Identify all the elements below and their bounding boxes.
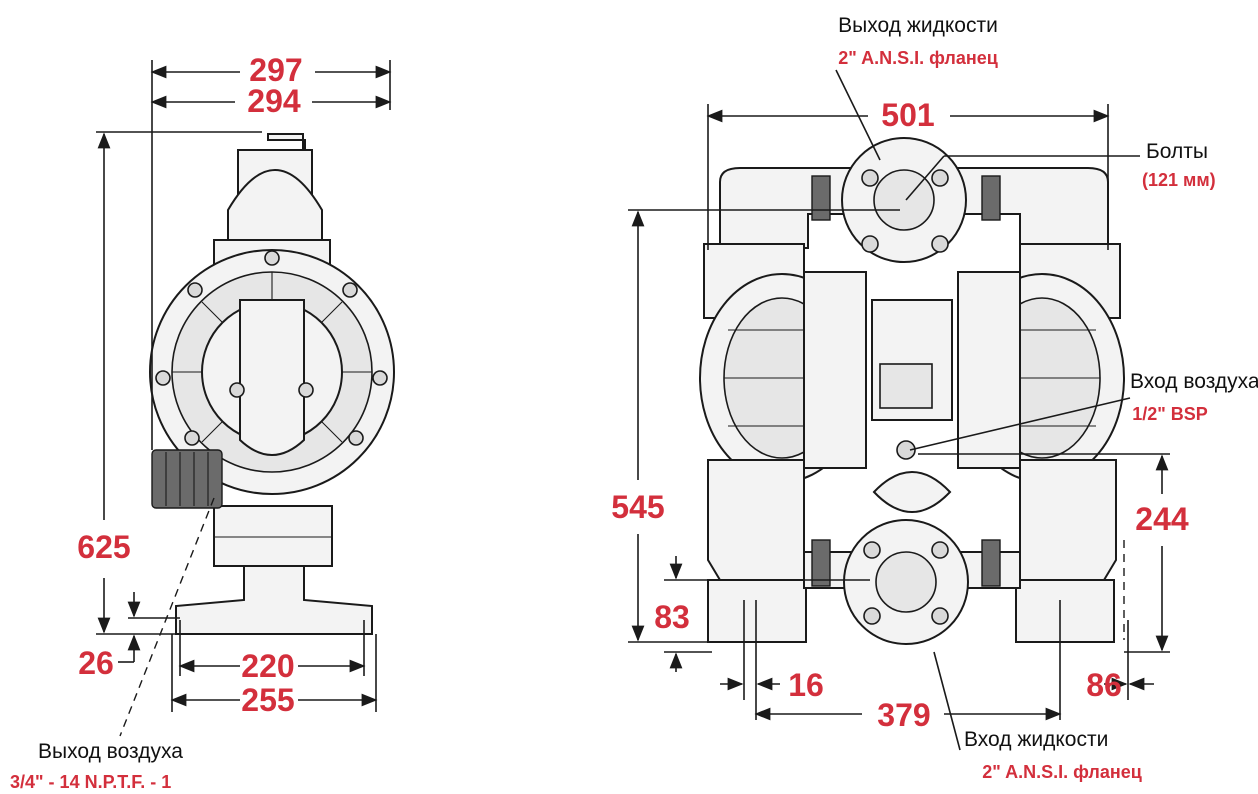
dim-220: 220 [241, 648, 294, 684]
side-top-elbow [227, 169, 323, 241]
air-outlet-spec: 3/4" - 14 N.P.T.F. - 1 [10, 772, 171, 792]
dim-501: 501 [881, 97, 934, 133]
bolts-spec: (121 мм) [1142, 170, 1216, 190]
dim-86: 86 [1086, 667, 1122, 703]
front-left-foot [707, 579, 807, 643]
fluid-outlet-label: Выход жидкости [838, 14, 998, 37]
front-lower-right-chamber [1019, 459, 1117, 581]
dim-545: 545 [611, 489, 664, 525]
dim-26: 26 [78, 645, 114, 681]
side-center-column [239, 299, 305, 456]
front-view [699, 137, 1125, 645]
dim-244: 244 [1135, 501, 1189, 537]
side-housing-ribs [172, 272, 372, 443]
dim-16: 16 [788, 667, 824, 703]
dim-83: 83 [654, 599, 690, 635]
side-view [149, 133, 395, 635]
front-right-clamp [957, 271, 1021, 469]
front-lower-left-chamber [707, 459, 805, 581]
callout-labels: Выход жидкости 2" A.N.S.I. фланец Болты … [10, 14, 1258, 792]
air-valve-icon [879, 363, 933, 409]
side-dimension-lines [96, 60, 392, 737]
fluid-inlet-spec: 2" A.N.S.I. фланец [982, 762, 1142, 782]
air-outlet-label: Выход воздуха [38, 740, 183, 763]
air-inlet-spec: 1/2" BSP [1132, 404, 1208, 424]
dim-294: 294 [247, 83, 301, 119]
air-inlet-port-icon [896, 440, 916, 460]
dim-255: 255 [241, 682, 294, 718]
inlet-flange-bolts [863, 541, 949, 625]
front-right-foot [1015, 579, 1115, 643]
front-left-clamp [803, 271, 867, 469]
side-base-foot [175, 565, 373, 635]
side-housing-bolts [155, 250, 388, 446]
fluid-outlet-spec: 2" A.N.S.I. фланец [838, 48, 998, 68]
front-dimension-lines [628, 69, 1170, 751]
dimension-values: 297 294 625 26 220 255 501 545 83 16 379… [77, 52, 1189, 733]
bolts-label: Болты [1146, 140, 1208, 163]
side-lower-chamber [213, 505, 333, 567]
dim-379: 379 [877, 697, 930, 733]
muffler-icon [151, 449, 223, 509]
dim-297: 297 [249, 52, 302, 88]
fluid-inlet-label: Вход жидкости [964, 728, 1108, 751]
dim-625: 625 [77, 529, 130, 565]
outlet-flange-bolts [861, 169, 949, 253]
clamp-screws [811, 175, 1001, 587]
air-inlet-label: Вход воздуха [1130, 370, 1258, 393]
